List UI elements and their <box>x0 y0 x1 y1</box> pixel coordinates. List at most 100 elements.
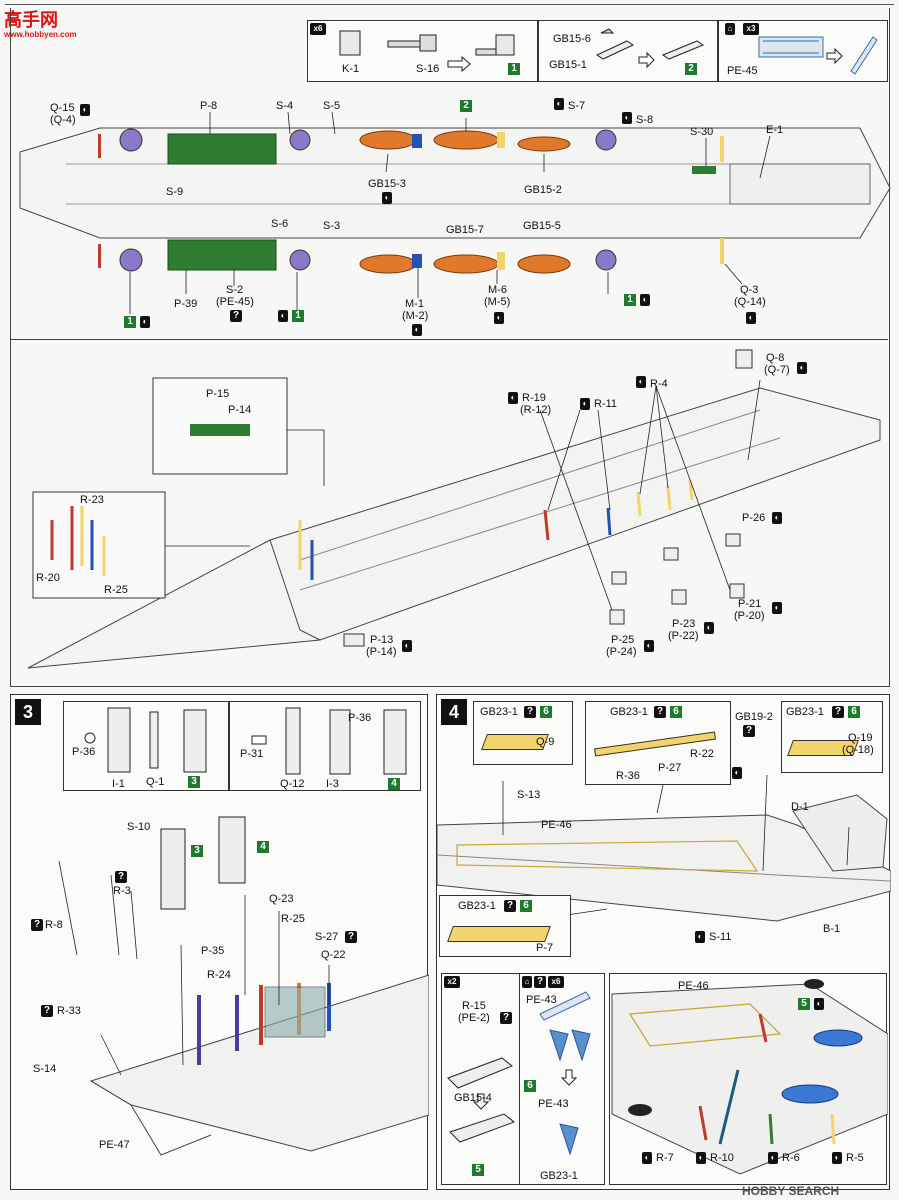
deck-label-s3: S-3 <box>323 220 341 232</box>
watermark-brand-3: 网 <box>40 10 58 30</box>
step-4-inset-p7: GB23-1 ? 6 P-7 <box>439 895 571 957</box>
question-badge: ? <box>534 976 546 988</box>
deck-label-s30: S-30 <box>690 126 714 138</box>
s4-label-d1: D-1 <box>791 801 809 813</box>
s3-label-r33: R-33 <box>57 1005 81 1017</box>
question-badge: ? <box>654 706 666 718</box>
part-gb156-label: GB15-6 <box>553 33 591 45</box>
s4-label-q18: (Q-18) <box>842 744 874 756</box>
s4-label-gb154: GB15-4 <box>454 1092 492 1104</box>
deck-label-pe45: (PE-45) <box>216 296 254 308</box>
glue-icon: ◐ <box>636 376 646 388</box>
step-4-inset-q9: GB23-1 ? 6 Q-9 <box>473 701 573 765</box>
step-4-number: 4 <box>441 699 467 725</box>
deck-label-q3: Q-3 <box>740 284 759 296</box>
inset-a-i1: I-1 <box>112 778 125 790</box>
deck-label-p39: P-39 <box>174 298 198 310</box>
hull-iso-view: Q-8 (Q-7) ◐ ◐ R-4 ◐ R-19 (R-12) ◐ R-11 P… <box>0 340 899 685</box>
question-badge: ? <box>832 706 844 718</box>
s4-label-r6: R-6 <box>782 1152 800 1164</box>
step-4-inset-lifeboat: x2 R-15 (PE-2) ? GB15-4 5 <box>441 973 521 1185</box>
watermark-logo: 高手网 www.hobbyen.com <box>4 6 77 39</box>
part-s16-label: S-16 <box>416 63 440 75</box>
iso-label-p26: P-26 <box>742 512 766 524</box>
s3-label-s14: S-14 <box>33 1063 57 1075</box>
deck-top-view: Q-15 (Q-4) ◐ P-8 S-4 S-5 2 ◐ S-7 ◐ S-8 S… <box>0 88 899 338</box>
s3-label-s27: S-27 <box>315 931 339 943</box>
s4-label-r36: R-36 <box>616 770 640 782</box>
glue-icon: ◐ <box>732 767 742 779</box>
s3-label-q22: Q-22 <box>321 949 346 961</box>
deck-detail-drawing <box>611 979 888 1175</box>
inset-b-q12: Q-12 <box>280 778 305 790</box>
deck-label-s9: S-9 <box>166 186 184 198</box>
glue-icon: ◐ <box>140 316 150 328</box>
deck-label-m5: (M-5) <box>484 296 511 308</box>
s4-label-pe2: (PE-2) <box>458 1012 490 1024</box>
glue-icon: ◐ <box>814 998 824 1010</box>
pe-icon: ⌂ <box>522 976 532 988</box>
s3-label-s10: S-10 <box>127 821 151 833</box>
question-badge: ? <box>230 310 242 322</box>
step-badge-4: 4 <box>257 841 269 853</box>
inset-b-p31: P-31 <box>240 748 264 760</box>
glue-icon: ◐ <box>382 192 392 204</box>
deck-label-s6: S-6 <box>271 218 289 230</box>
deck-label-m6: M-6 <box>488 284 507 296</box>
deck-label-p8: P-8 <box>200 100 218 112</box>
glue-icon: ◐ <box>508 392 518 404</box>
qty-badge: x6 <box>310 23 326 35</box>
part-pe45-label: PE-45 <box>727 65 758 77</box>
subassembly-panel-lifeboat: GB15-6 GB15-1 2 <box>538 20 718 82</box>
s3-label-r24: R-24 <box>207 969 231 981</box>
glue-icon: ◐ <box>622 112 632 124</box>
deck-label-s8: S-8 <box>636 114 654 126</box>
glue-icon: ◐ <box>580 398 590 410</box>
iso-label-r12: (R-12) <box>520 404 552 416</box>
s4-label-r22: R-22 <box>690 748 714 760</box>
s3-label-q23: Q-23 <box>269 893 294 905</box>
inset-b-i3: I-3 <box>326 778 339 790</box>
step-badge-6: 6 <box>848 706 860 718</box>
glue-icon: ◐ <box>412 324 422 336</box>
step-4-drawing <box>437 774 891 922</box>
davit-drawing <box>539 991 591 1156</box>
step-ref-badge: 2 <box>685 63 697 75</box>
step-badge-2: 2 <box>460 100 472 112</box>
qty-badge: x3 <box>743 23 759 35</box>
s3-label-r25: R-25 <box>281 913 305 925</box>
glue-icon: ◐ <box>696 1152 706 1164</box>
glue-icon: ◐ <box>642 1152 652 1164</box>
qty-badge: x2 <box>444 976 460 988</box>
step-badge-5: 5 <box>472 1164 484 1176</box>
step-badge-1: 1 <box>124 316 136 328</box>
deck-drawing <box>19 111 891 314</box>
watermark-hobby-search: HOBBY SEARCH <box>742 1184 839 1198</box>
glue-icon: ◐ <box>640 294 650 306</box>
hull-iso-drawing <box>27 349 881 669</box>
question-badge: ? <box>743 725 755 737</box>
s3-label-p35: P-35 <box>201 945 225 957</box>
iso-label-p14: P-14 <box>228 404 252 416</box>
iso-label-p15: P-15 <box>206 388 230 400</box>
s4-label-pe46b: PE-46 <box>678 980 709 992</box>
inset-a-p36: P-36 <box>72 746 96 758</box>
step-badge-6: 6 <box>524 1080 536 1092</box>
step-4-inset-p27: GB23-1 ? 6 R-22 R-36 P-27 <box>585 701 731 785</box>
s4-label-p7: P-7 <box>536 942 554 954</box>
question-badge: ? <box>345 931 357 943</box>
step-3-number: 3 <box>15 699 41 725</box>
step-badge-1: 1 <box>292 310 304 322</box>
lifeboat-drawing <box>595 28 705 69</box>
glue-icon: ◐ <box>832 1152 842 1164</box>
iso-label-r23: R-23 <box>80 494 104 506</box>
step-badge-1: 1 <box>624 294 636 306</box>
iso-label-p21: P-21 <box>738 598 762 610</box>
glue-icon: ◐ <box>704 622 714 634</box>
question-badge: ? <box>41 1005 53 1017</box>
watermark-brand-1: 高 <box>4 10 22 30</box>
glue-icon: ◐ <box>772 512 782 524</box>
lifeboat-assembly-drawing <box>447 1057 516 1143</box>
iso-label-q7: (Q-7) <box>764 364 790 376</box>
iso-label-p25: P-25 <box>611 634 635 646</box>
